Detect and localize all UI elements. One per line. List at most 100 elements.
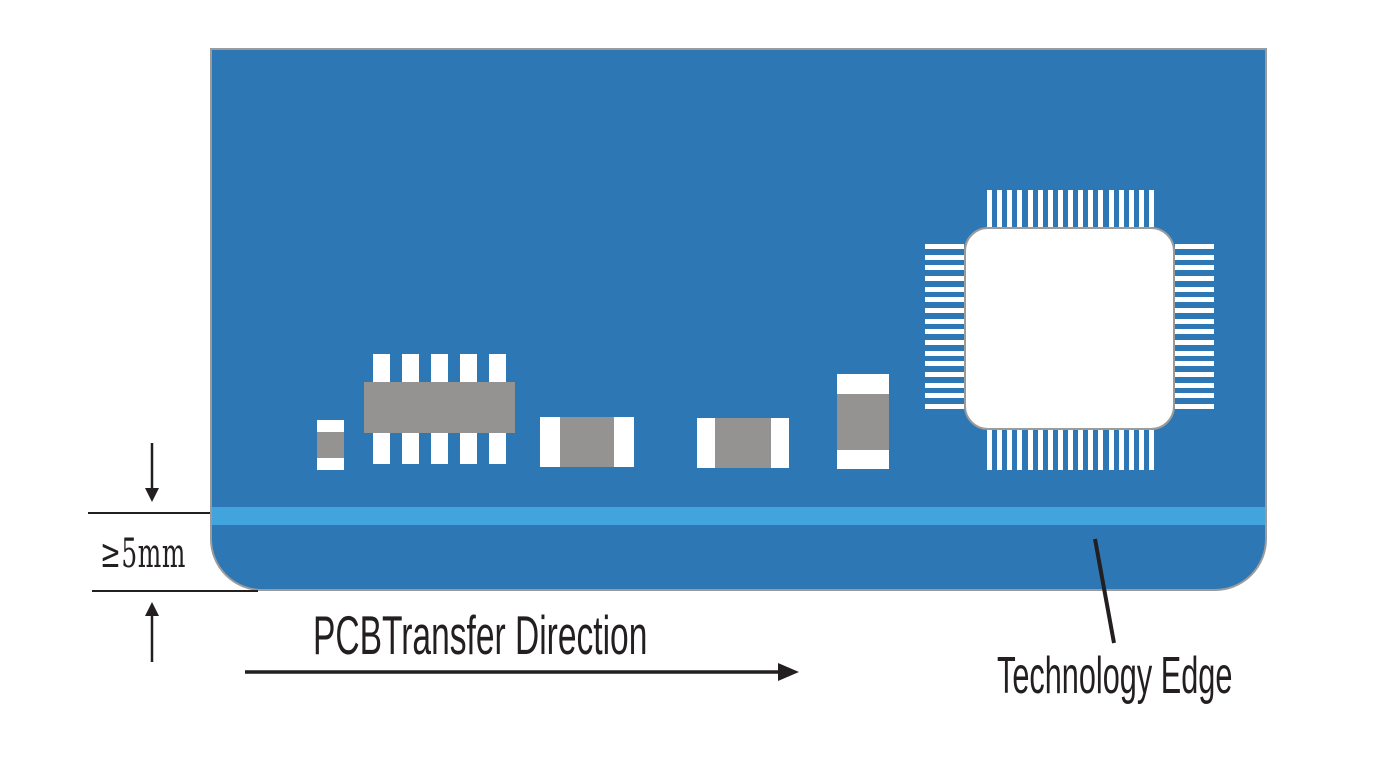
pin bbox=[1037, 430, 1043, 470]
pin bbox=[1088, 190, 1094, 227]
component-soic-ic bbox=[364, 354, 515, 466]
chip-body bbox=[560, 417, 614, 467]
pin bbox=[1068, 190, 1073, 227]
pin bbox=[489, 433, 506, 464]
pin bbox=[925, 286, 964, 292]
chip-body bbox=[837, 393, 889, 450]
pin bbox=[1175, 350, 1214, 356]
pin bbox=[1138, 190, 1144, 227]
pin bbox=[1057, 430, 1063, 470]
pin bbox=[1175, 393, 1214, 399]
pcb-board bbox=[210, 48, 1267, 591]
soic-body bbox=[364, 382, 515, 433]
pin bbox=[1047, 430, 1053, 470]
pin bbox=[925, 350, 964, 356]
pin bbox=[1007, 430, 1013, 470]
chip-body bbox=[317, 432, 344, 458]
pin bbox=[1118, 430, 1124, 470]
pin bbox=[925, 329, 964, 335]
pin bbox=[925, 371, 964, 377]
pin bbox=[1175, 339, 1214, 345]
pin bbox=[1108, 190, 1114, 227]
chip-body bbox=[715, 418, 771, 468]
pin bbox=[1128, 430, 1134, 470]
pin bbox=[402, 354, 419, 382]
soic-pins-top bbox=[373, 354, 506, 382]
pin bbox=[1175, 297, 1214, 303]
pin bbox=[460, 354, 477, 382]
pin bbox=[1007, 190, 1013, 227]
qfp-body bbox=[964, 227, 1175, 430]
pin bbox=[925, 297, 964, 303]
component-chip-medium-1 bbox=[540, 417, 634, 467]
pin bbox=[925, 254, 964, 260]
pin bbox=[402, 433, 419, 464]
pin bbox=[1175, 382, 1214, 388]
pin bbox=[1175, 307, 1214, 313]
pin bbox=[1149, 190, 1154, 227]
component-chip-medium-2 bbox=[697, 418, 789, 468]
pin bbox=[373, 433, 390, 464]
pin bbox=[1175, 371, 1214, 377]
pin bbox=[460, 433, 477, 464]
pin bbox=[1118, 190, 1124, 227]
arrow-up-icon bbox=[145, 602, 159, 662]
pin bbox=[1175, 265, 1214, 271]
pin bbox=[1175, 275, 1214, 281]
pin bbox=[1175, 329, 1214, 335]
pin bbox=[925, 339, 964, 345]
pin bbox=[925, 403, 964, 409]
pin bbox=[1175, 244, 1214, 249]
pin bbox=[1175, 318, 1214, 324]
pin bbox=[925, 244, 964, 249]
pin bbox=[1027, 430, 1033, 470]
pin bbox=[431, 354, 448, 382]
technology-edge-label: Technology Edge bbox=[997, 647, 1233, 705]
pin bbox=[1027, 190, 1033, 227]
pin bbox=[373, 354, 390, 382]
component-qfp-ic bbox=[925, 190, 1214, 470]
pin bbox=[997, 430, 1003, 470]
arrow-down-icon bbox=[145, 443, 159, 502]
pin bbox=[925, 393, 964, 399]
pin bbox=[925, 318, 964, 324]
clearance-label: ≥5mm bbox=[100, 531, 187, 577]
pin bbox=[1078, 190, 1084, 227]
pin bbox=[1047, 190, 1053, 227]
component-chip-small bbox=[317, 420, 344, 470]
pin bbox=[1175, 403, 1214, 409]
pin bbox=[925, 361, 964, 367]
qfp-pins-right bbox=[1175, 244, 1214, 409]
pin bbox=[1175, 361, 1214, 367]
pin bbox=[1088, 430, 1094, 470]
pin bbox=[1037, 190, 1043, 227]
pin bbox=[1017, 430, 1023, 470]
technology-edge-stripe bbox=[212, 507, 1265, 525]
qfp-pins-bottom bbox=[987, 430, 1154, 470]
pin bbox=[1098, 190, 1104, 227]
pin bbox=[1098, 430, 1104, 470]
pin bbox=[1078, 430, 1084, 470]
pin bbox=[925, 265, 964, 271]
pin bbox=[1068, 430, 1073, 470]
pin bbox=[489, 354, 506, 382]
pin bbox=[987, 190, 992, 227]
pin bbox=[1108, 430, 1114, 470]
transfer-direction-label: PCBTransfer Direction bbox=[313, 604, 648, 666]
soic-pins-bottom bbox=[373, 433, 506, 464]
pin bbox=[1138, 430, 1144, 470]
pin bbox=[925, 307, 964, 313]
component-chip-large bbox=[837, 374, 889, 469]
pin bbox=[1175, 286, 1214, 292]
pin bbox=[997, 190, 1003, 227]
pin bbox=[1149, 430, 1154, 470]
pin bbox=[1017, 190, 1023, 227]
qfp-pins-top bbox=[987, 190, 1154, 227]
qfp-pins-left bbox=[925, 244, 964, 409]
pin bbox=[1128, 190, 1134, 227]
pin bbox=[925, 275, 964, 281]
pin bbox=[431, 433, 448, 464]
pin bbox=[1057, 190, 1063, 227]
pin bbox=[925, 382, 964, 388]
